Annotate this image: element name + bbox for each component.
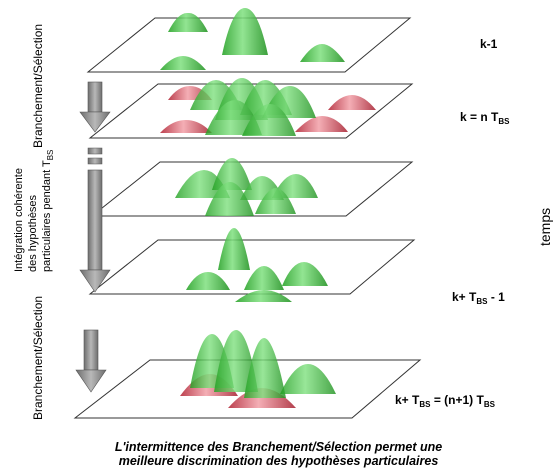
arrow-branch-top <box>79 81 111 133</box>
label-branch-bottom: Branchement/Sélection <box>31 296 45 420</box>
plane-label-k-plus-T: k+ TBS = (n+1) TBS <box>395 393 496 409</box>
figure-caption: L'intermittence des Branchement/Sélectio… <box>0 440 557 468</box>
caption-line-1: L'intermittence des Branchement/Sélectio… <box>114 440 443 454</box>
svg-text:Intégration cohérente: Intégration cohérente <box>13 168 25 272</box>
svg-text:des hypothèses: des hypothèses <box>27 194 39 272</box>
plane-k-plus-T-minus-1 <box>88 228 416 302</box>
plane-k-minus-1 <box>86 8 412 73</box>
peak-group <box>186 228 328 302</box>
label-integration: Intégration cohérente des hypothèses par… <box>13 150 55 272</box>
arrow-integration <box>79 147 111 293</box>
plane-label-k-minus-1: k-1 <box>480 37 498 51</box>
plane-k-equals-nT <box>88 78 414 139</box>
peak-group <box>160 8 345 70</box>
svg-text:particulaires pendant TBS: particulaires pendant TBS <box>41 150 55 272</box>
label-branch-top: Branchement/Sélection <box>31 24 45 148</box>
label-time-axis: temps <box>537 208 553 246</box>
peak-group <box>160 78 376 136</box>
plane-intermediate <box>90 158 414 217</box>
arrow-branch-bottom <box>75 329 107 393</box>
plane-label-k-plus-T-minus-1: k+ TBS - 1 <box>452 290 505 306</box>
caption-line-2: meilleure discrimination des hypothèses … <box>118 454 439 468</box>
peak-group <box>175 158 318 216</box>
plane-k-plus-T <box>73 330 422 419</box>
peak-group <box>180 330 336 408</box>
plane-label-k-equals-nT: k = n TBS <box>460 110 510 126</box>
